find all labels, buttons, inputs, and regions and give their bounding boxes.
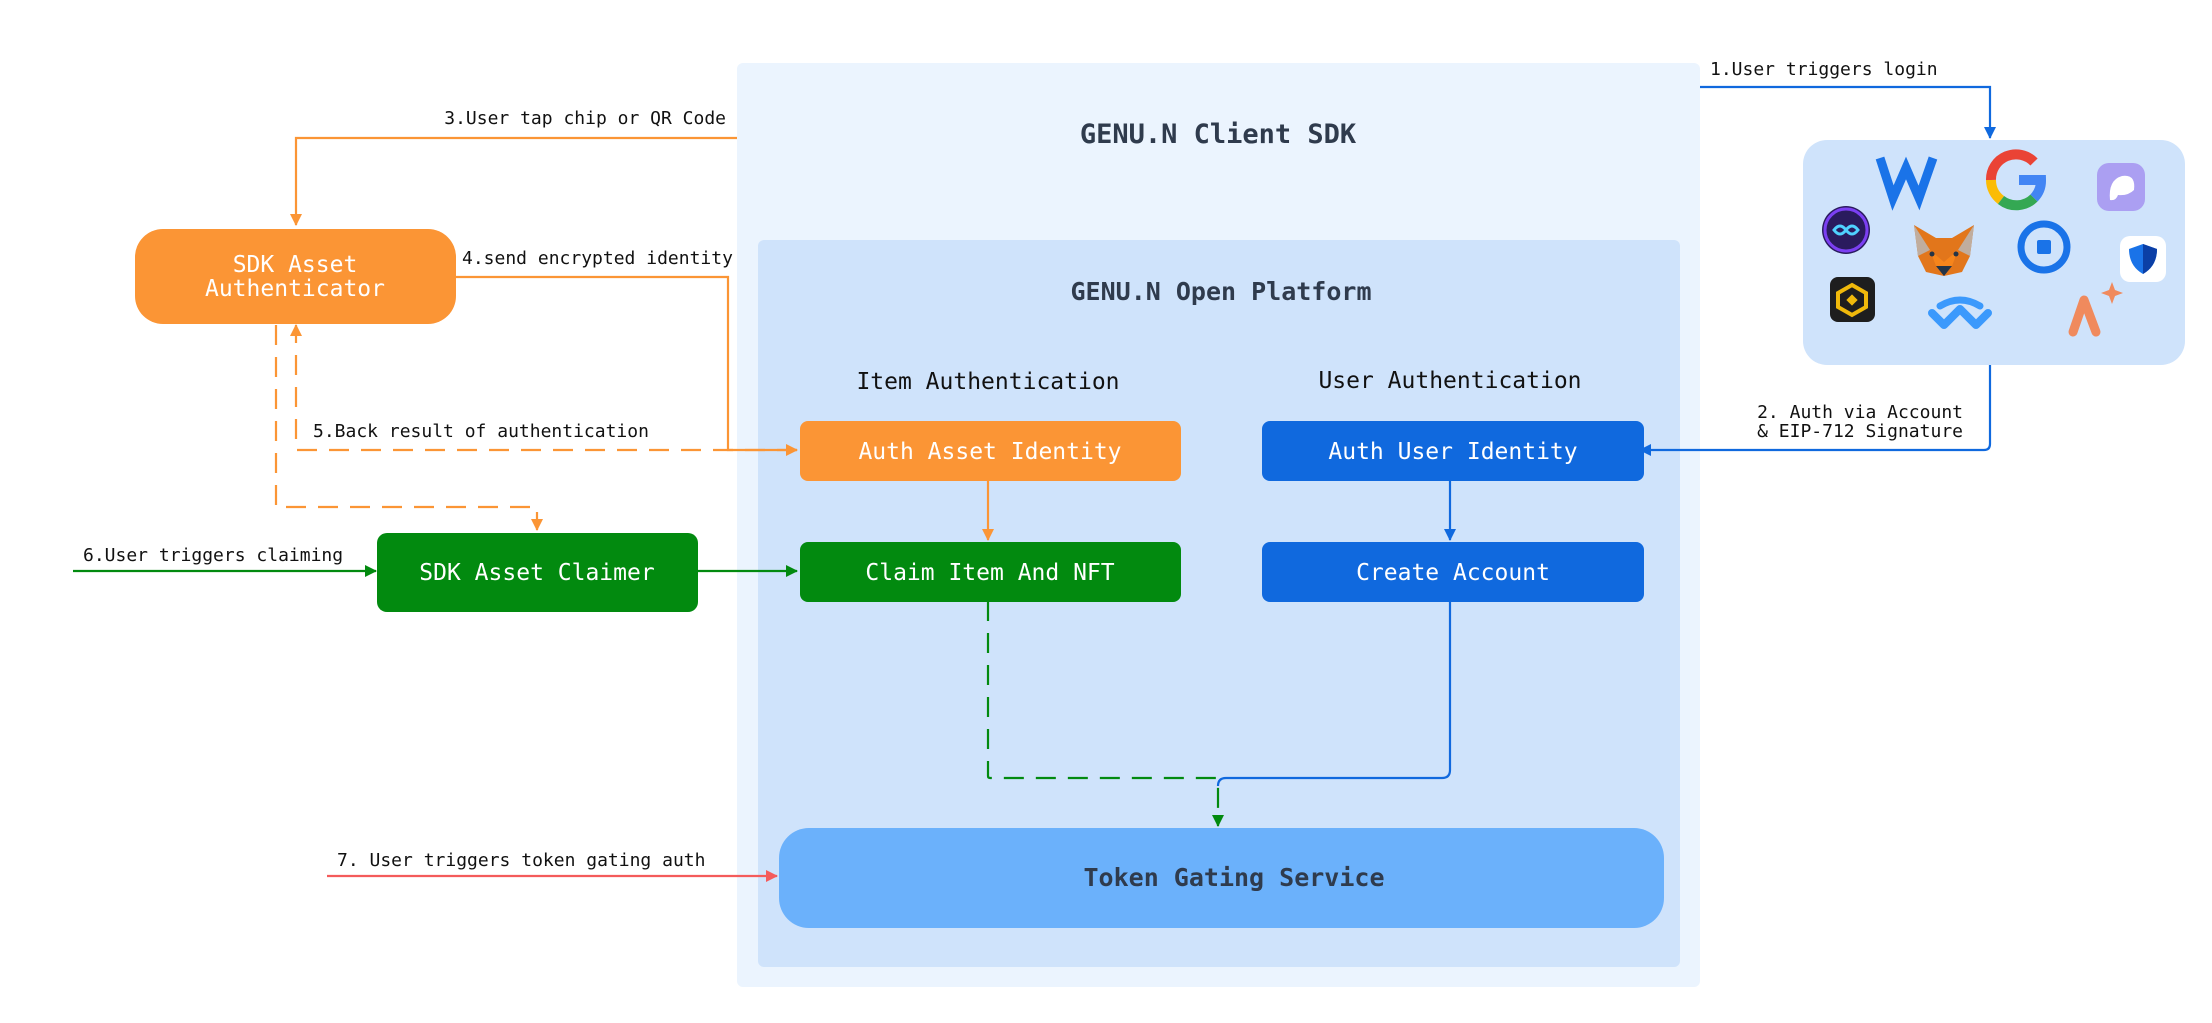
google-icon [1986,149,2046,211]
create-account-node: Create Account [1262,542,1644,602]
step-2-label-line-1: 2. Auth via Account [1757,402,1963,423]
auth-asset-label: Auth Asset Identity [858,439,1121,465]
token-gating-service-node: Token Gating Service [779,828,1664,928]
step-7-label: 7. User triggers token gating auth [337,850,705,871]
authenticator-label-line-1: SDK Asset [233,252,358,278]
edge-user-tap-chip [290,136,737,226]
step-3-label: 3.User tap chip or QR Code [444,108,726,129]
ghost-wallet-icon [2097,163,2145,211]
shield-wallet-icon [2120,236,2166,282]
user-authentication-heading: User Authentication [1318,368,1581,394]
auth-user-label: Auth User Identity [1328,439,1577,465]
w-logo-icon [1875,156,1938,211]
sdk-asset-authenticator-node: SDK Asset Authenticator [135,229,456,324]
metamask-fox-icon [1914,225,1974,276]
step-2-label-line-2: & EIP-712 Signature [1757,421,1963,442]
wallet-providers-panel [1803,140,2185,365]
edge-user-triggers-login [1700,85,1996,139]
edge-auth-via-account [1639,365,1992,456]
coinbase-icon [2017,220,2071,274]
step-5-label: 5.Back result of authentication [313,421,649,442]
infinity-wallet-icon [1822,206,1870,254]
create-account-label: Create Account [1356,560,1550,586]
claim-item-node: Claim Item And NFT [800,542,1181,602]
auth-asset-identity-node: Auth Asset Identity [800,421,1181,481]
edge-authenticator-to-claimer [274,325,543,531]
auth-user-identity-node: Auth User Identity [1262,421,1644,481]
authenticator-label-line-2: Authenticator [205,276,385,302]
item-authentication-heading: Item Authentication [856,369,1119,395]
open-platform-title: GENU.N Open Platform [1070,277,1371,306]
client-sdk-title: GENU.N Client SDK [1080,119,1357,150]
claimer-label: SDK Asset Claimer [419,560,654,586]
edge-claim-to-token-gating [986,601,1224,827]
edge-account-to-token-gating [1216,601,1452,787]
sdk-asset-claimer-node: SDK Asset Claimer [377,533,698,612]
token-gating-label: Token Gating Service [1083,863,1384,892]
step-4-label: 4.send encrypted identity [462,248,733,269]
star-wallet-icon [2068,282,2123,337]
step-1-label: 1.User triggers login [1710,59,1938,80]
step-6-label: 6.User triggers claiming [83,545,343,566]
binance-icon [1830,277,1875,322]
claim-item-label: Claim Item And NFT [865,560,1114,586]
walletconnect-icon [1928,296,1992,329]
edge-back-result [290,324,797,452]
